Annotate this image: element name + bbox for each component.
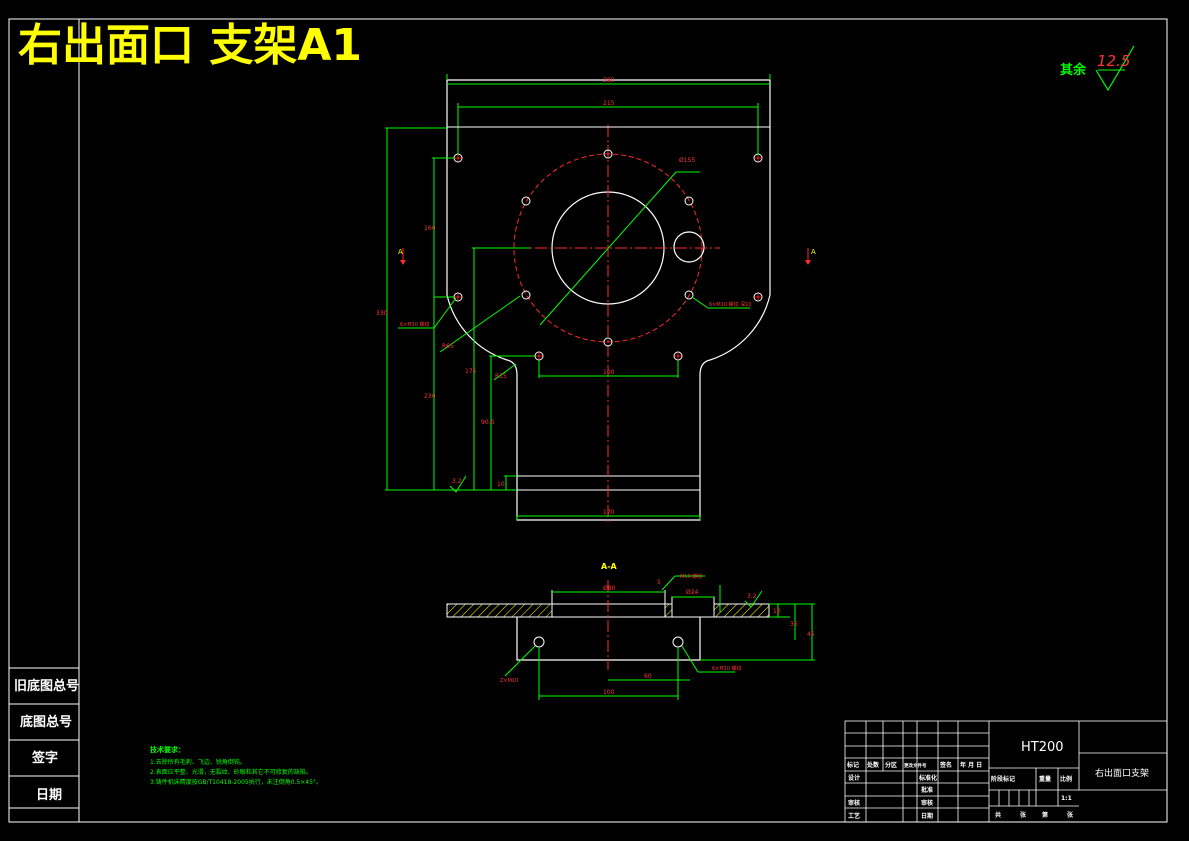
bolt-hole (684, 196, 694, 206)
bolt-hole (684, 290, 694, 300)
dim-circle-dia: Ø155 (679, 157, 695, 164)
dim-section-bottom-width: 100 (603, 689, 615, 696)
rev-col-date: 年 月 日 (960, 761, 982, 769)
hatched-section-left (446, 603, 553, 618)
diameter-leader (539, 171, 677, 326)
tech-note-line: 1.去除所有毛刺、飞边、锐角倒钝。 (150, 758, 246, 766)
dim-section-bore: Ø24 (686, 589, 699, 596)
strip-label-signature: 签字 (31, 750, 58, 766)
dim-radius-a: R65 (442, 343, 454, 350)
svg-text:A: A (811, 248, 816, 256)
dim-top-inner: 215 (603, 100, 615, 107)
scale-value: 1:1 (1061, 795, 1072, 802)
sheet-current-unit: 张 (1067, 811, 1074, 819)
note-section-side: Z×M10 (500, 678, 518, 684)
role-approve: 批准 (921, 786, 933, 794)
roughness-symbol: 其余 12.5 (1060, 45, 1135, 92)
tech-note-line: 3.铸件机床精度按GB/T10418-2005执行，未注倒角0.5×45°。 (150, 778, 322, 786)
bolt-hole (521, 290, 531, 300)
strip-label-date: 日期 (36, 788, 62, 803)
weight-header: 重量 (1039, 775, 1051, 783)
dim-top-outer: 290 (603, 77, 615, 84)
role-date: 日期 (921, 812, 933, 820)
section-title: A-A (601, 562, 618, 571)
dim-left-d: 90.6 (481, 419, 495, 426)
stage-mark-header: 阶段标记 (991, 775, 1015, 783)
section-view: A-A (446, 562, 815, 700)
outer-frame (8, 18, 1168, 823)
title-block (844, 720, 1168, 823)
dim-left-total: 330 (376, 310, 388, 317)
dim-section-top-width: Ø80 (603, 585, 616, 592)
role-standard: 标准化 (918, 774, 937, 782)
rev-col-zone: 分区 (885, 761, 897, 769)
dim-section-angle: 5 (657, 579, 661, 586)
dim-left-b: 230 (424, 393, 436, 400)
dim-left-a: 160 (424, 225, 436, 232)
note-holes-right: 6×M10 螺纹 深10 (709, 301, 752, 308)
dim-bolt-pitch: 100 (603, 369, 615, 376)
section-hole (672, 636, 684, 648)
dim-section-thread: M10 螺纹 (680, 573, 702, 580)
tech-note-line: 2.表面应平整、光滑，无裂纹、砂眼和其它不可修复的缺陷。 (150, 768, 312, 776)
roughness-small: 3.2 (452, 478, 462, 485)
note-section-holes: 6×M10 螺纹 (712, 665, 742, 672)
side-boss (671, 596, 715, 618)
roughness-value: 12.5 (1097, 52, 1130, 70)
bolt-hole (603, 149, 613, 159)
drawing-title: 右出面口 支架A1 (18, 20, 362, 71)
dim-left-c: 175 (465, 368, 477, 375)
section-marker-left: A (398, 248, 406, 265)
tech-notes: 技术要求： 1.去除所有毛刺、飞边、锐角倒钝。 2.表面应平整、光滑，无裂纹、砂… (150, 745, 322, 786)
dim-section-height-c: 45 (807, 631, 815, 638)
dim-radius-b: R15 (495, 373, 507, 380)
roughness-label: 其余 (1060, 62, 1087, 78)
bolt-hole (521, 196, 531, 206)
role-check: 审核 (921, 799, 933, 807)
rev-col-sign: 签名 (939, 761, 952, 769)
part-name: 右出面口支架 (1095, 767, 1149, 779)
side-hole (673, 231, 705, 263)
role-review: 审核 (848, 799, 860, 807)
bolt-hole (603, 337, 613, 347)
left-strip: 旧底图总号 底图总号 签字 日期 (8, 667, 80, 823)
dim-bottom-width: 170 (603, 509, 615, 516)
strip-label-base-number: 底图总号 (20, 714, 72, 730)
role-process: 工艺 (848, 812, 860, 820)
svg-text:A: A (398, 248, 403, 256)
dim-section-bottom-pitch: 60 (644, 673, 652, 680)
rev-col-count: 处数 (866, 761, 880, 769)
dim-section-height-a: 10 (773, 608, 781, 615)
role-design: 设计 (848, 774, 860, 782)
note-holes-left: 6×M10 螺纹 (400, 321, 430, 328)
plan-view: Ø155 290 215 (376, 74, 816, 525)
section-marker-right: A (805, 248, 816, 265)
sheet-total-unit: 张 (1020, 811, 1027, 819)
dim-left-e: 10 (497, 481, 505, 488)
rev-col-doc: 更改文件号 (904, 762, 927, 769)
scale-header: 比例 (1060, 775, 1072, 783)
tech-notes-heading: 技术要求： (150, 745, 185, 754)
dim-section-height-b: 35 (790, 621, 798, 628)
rev-col-mark: 标记 (846, 761, 859, 769)
material-spec: HT200 (1021, 740, 1064, 755)
section-roughness-small: 3.2 (747, 593, 757, 600)
sheet-current-label: 第 (1041, 811, 1048, 819)
section-hole (533, 636, 545, 648)
strip-label-old-number: 旧底图总号 (14, 678, 79, 694)
sheet-total-label: 共 (995, 811, 1001, 819)
